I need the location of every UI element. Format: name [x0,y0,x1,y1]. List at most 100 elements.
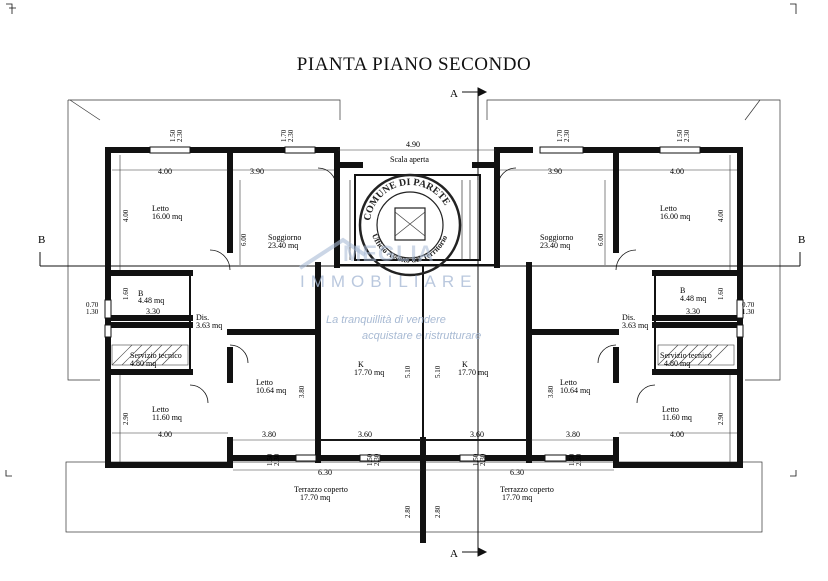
svg-text:1.50: 1.50 [366,453,374,466]
svg-text:17.70 mq: 17.70 mq [300,493,330,502]
svg-text:4.00: 4.00 [158,430,172,439]
svg-text:2.90: 2.90 [122,412,130,425]
room-dis-left: Dis. 3.63 mq [196,313,222,330]
svg-text:10.64 mq: 10.64 mq [560,386,590,395]
svg-text:16.00 mq: 16.00 mq [660,212,690,221]
svg-text:1.50: 1.50 [676,129,684,142]
svg-text:4.00: 4.00 [670,167,684,176]
svg-text:4.00: 4.00 [717,209,725,222]
dim-stair-width: 4.90 [406,140,420,149]
room-letto-bottom-right: Letto 11.60 mq [662,405,692,422]
roof-logo-icon [298,237,367,270]
svg-text:K: K [358,360,364,369]
svg-text:B: B [138,289,143,298]
svg-text:Letto: Letto [152,405,169,414]
svg-text:6.30: 6.30 [318,468,332,477]
svg-text:1.30: 1.30 [742,308,755,316]
section-a-bottom-label: A [450,548,458,560]
svg-text:2.80: 2.80 [434,505,442,518]
partitions [189,174,656,441]
watermark-tagline-2: acquistare e ristrutturare [362,330,482,342]
svg-text:16.00 mq: 16.00 mq [152,212,182,221]
svg-text:3.80: 3.80 [262,430,276,439]
stair-treads [349,180,479,260]
svg-text:Letto: Letto [662,405,679,414]
svg-text:Terrazzo coperto: Terrazzo coperto [294,485,348,494]
svg-text:5.10: 5.10 [434,365,442,378]
vertical-dimension-values: 4.00 4.00 6.00 6.00 1.60 1.60 2.90 2.90 … [122,129,725,518]
svg-text:Dis.: Dis. [196,313,209,322]
svg-text:6.00: 6.00 [240,233,248,246]
walls [105,147,743,543]
svg-text:1.60: 1.60 [122,287,130,300]
svg-text:2.30: 2.30 [563,129,571,142]
svg-text:1.70: 1.70 [280,129,288,142]
svg-text:4.80 mq: 4.80 mq [664,359,690,368]
room-terrazzo-right: Terrazzo coperto 17.70 mq [500,485,554,502]
svg-text:4.00: 4.00 [670,430,684,439]
windows [104,146,744,462]
svg-text:Letto: Letto [660,204,677,213]
section-line-a [462,87,488,557]
service-hatch [111,344,735,366]
svg-text:Letto: Letto [256,378,273,387]
svg-text:1.30: 1.30 [86,308,99,316]
watermark-brand: IMMOBILIARE [300,272,478,291]
room-soggiorno-left: Soggiorno 23.40 mq [268,233,301,250]
room-servizio-right: Servizio tecnico 4.80 mq [660,351,712,368]
svg-text:23.40 mq: 23.40 mq [268,241,298,250]
svg-text:Dis.: Dis. [622,313,635,322]
svg-text:23.40 mq: 23.40 mq [540,241,570,250]
svg-text:2.30: 2.30 [373,453,381,466]
svg-text:Servizio tecnico: Servizio tecnico [660,351,712,360]
watermark-tagline-1: La tranquillità di vendere [326,314,446,326]
svg-text:3.80: 3.80 [298,385,306,398]
svg-text:2.80: 2.80 [404,505,412,518]
room-cucina-left: K 17.70 mq [354,360,384,377]
svg-text:1.60: 1.60 [717,287,725,300]
room-letto-mid-left: Letto 10.64 mq [256,378,286,395]
svg-text:3.30: 3.30 [686,307,700,316]
svg-text:2.30: 2.30 [575,453,583,466]
svg-text:4.00: 4.00 [158,167,172,176]
svg-text:2.30: 2.30 [287,129,295,142]
svg-text:Soggiorno: Soggiorno [540,233,573,242]
svg-text:11.60 mq: 11.60 mq [662,413,692,422]
svg-text:3.90: 3.90 [250,167,264,176]
svg-text:0.70: 0.70 [742,301,755,309]
svg-text:6.30: 6.30 [510,468,524,477]
room-letto-mid-right: Letto 10.64 mq [560,378,590,395]
svg-text:3.60: 3.60 [470,430,484,439]
svg-text:B: B [680,286,685,295]
room-bagno-right: B 4.48 mq [680,286,706,303]
svg-text:11.60 mq: 11.60 mq [152,413,182,422]
svg-text:3.63 mq: 3.63 mq [196,321,222,330]
svg-text:2.30: 2.30 [273,453,281,466]
svg-text:17.70 mq: 17.70 mq [502,493,532,502]
svg-text:3.60: 3.60 [358,430,372,439]
section-b-left-label: B [38,234,45,246]
section-a-top-label: A [450,88,458,100]
watermark-brand-top: MEGLIA [343,241,435,266]
svg-text:1.50: 1.50 [472,453,480,466]
svg-text:Servizio tecnico: Servizio tecnico [130,351,182,360]
dimension-lines [112,149,737,471]
svg-text:3.63 mq: 3.63 mq [622,321,648,330]
svg-text:0.70: 0.70 [86,301,99,309]
svg-text:Terrazzo coperto: Terrazzo coperto [500,485,554,494]
svg-text:Letto: Letto [560,378,577,387]
coat-of-arms-icon [394,207,426,241]
svg-text:4.80 mq: 4.80 mq [130,359,156,368]
svg-text:2.90: 2.90 [717,412,725,425]
room-letto-top-left: Letto 16.00 mq [152,204,182,221]
room-terrazzo-left: Terrazzo coperto 17.70 mq [294,485,348,502]
svg-text:Letto: Letto [152,204,169,213]
svg-text:3.80: 3.80 [566,430,580,439]
svg-text:4.48 mq: 4.48 mq [138,296,164,305]
svg-text:17.70 mq: 17.70 mq [458,368,488,377]
svg-text:17.70 mq: 17.70 mq [354,368,384,377]
dimension-values: 4.00 3.90 3.90 4.00 4.00 4.00 3.80 3.60 … [86,167,755,477]
svg-text:K: K [462,360,468,369]
door-swings [189,167,656,404]
